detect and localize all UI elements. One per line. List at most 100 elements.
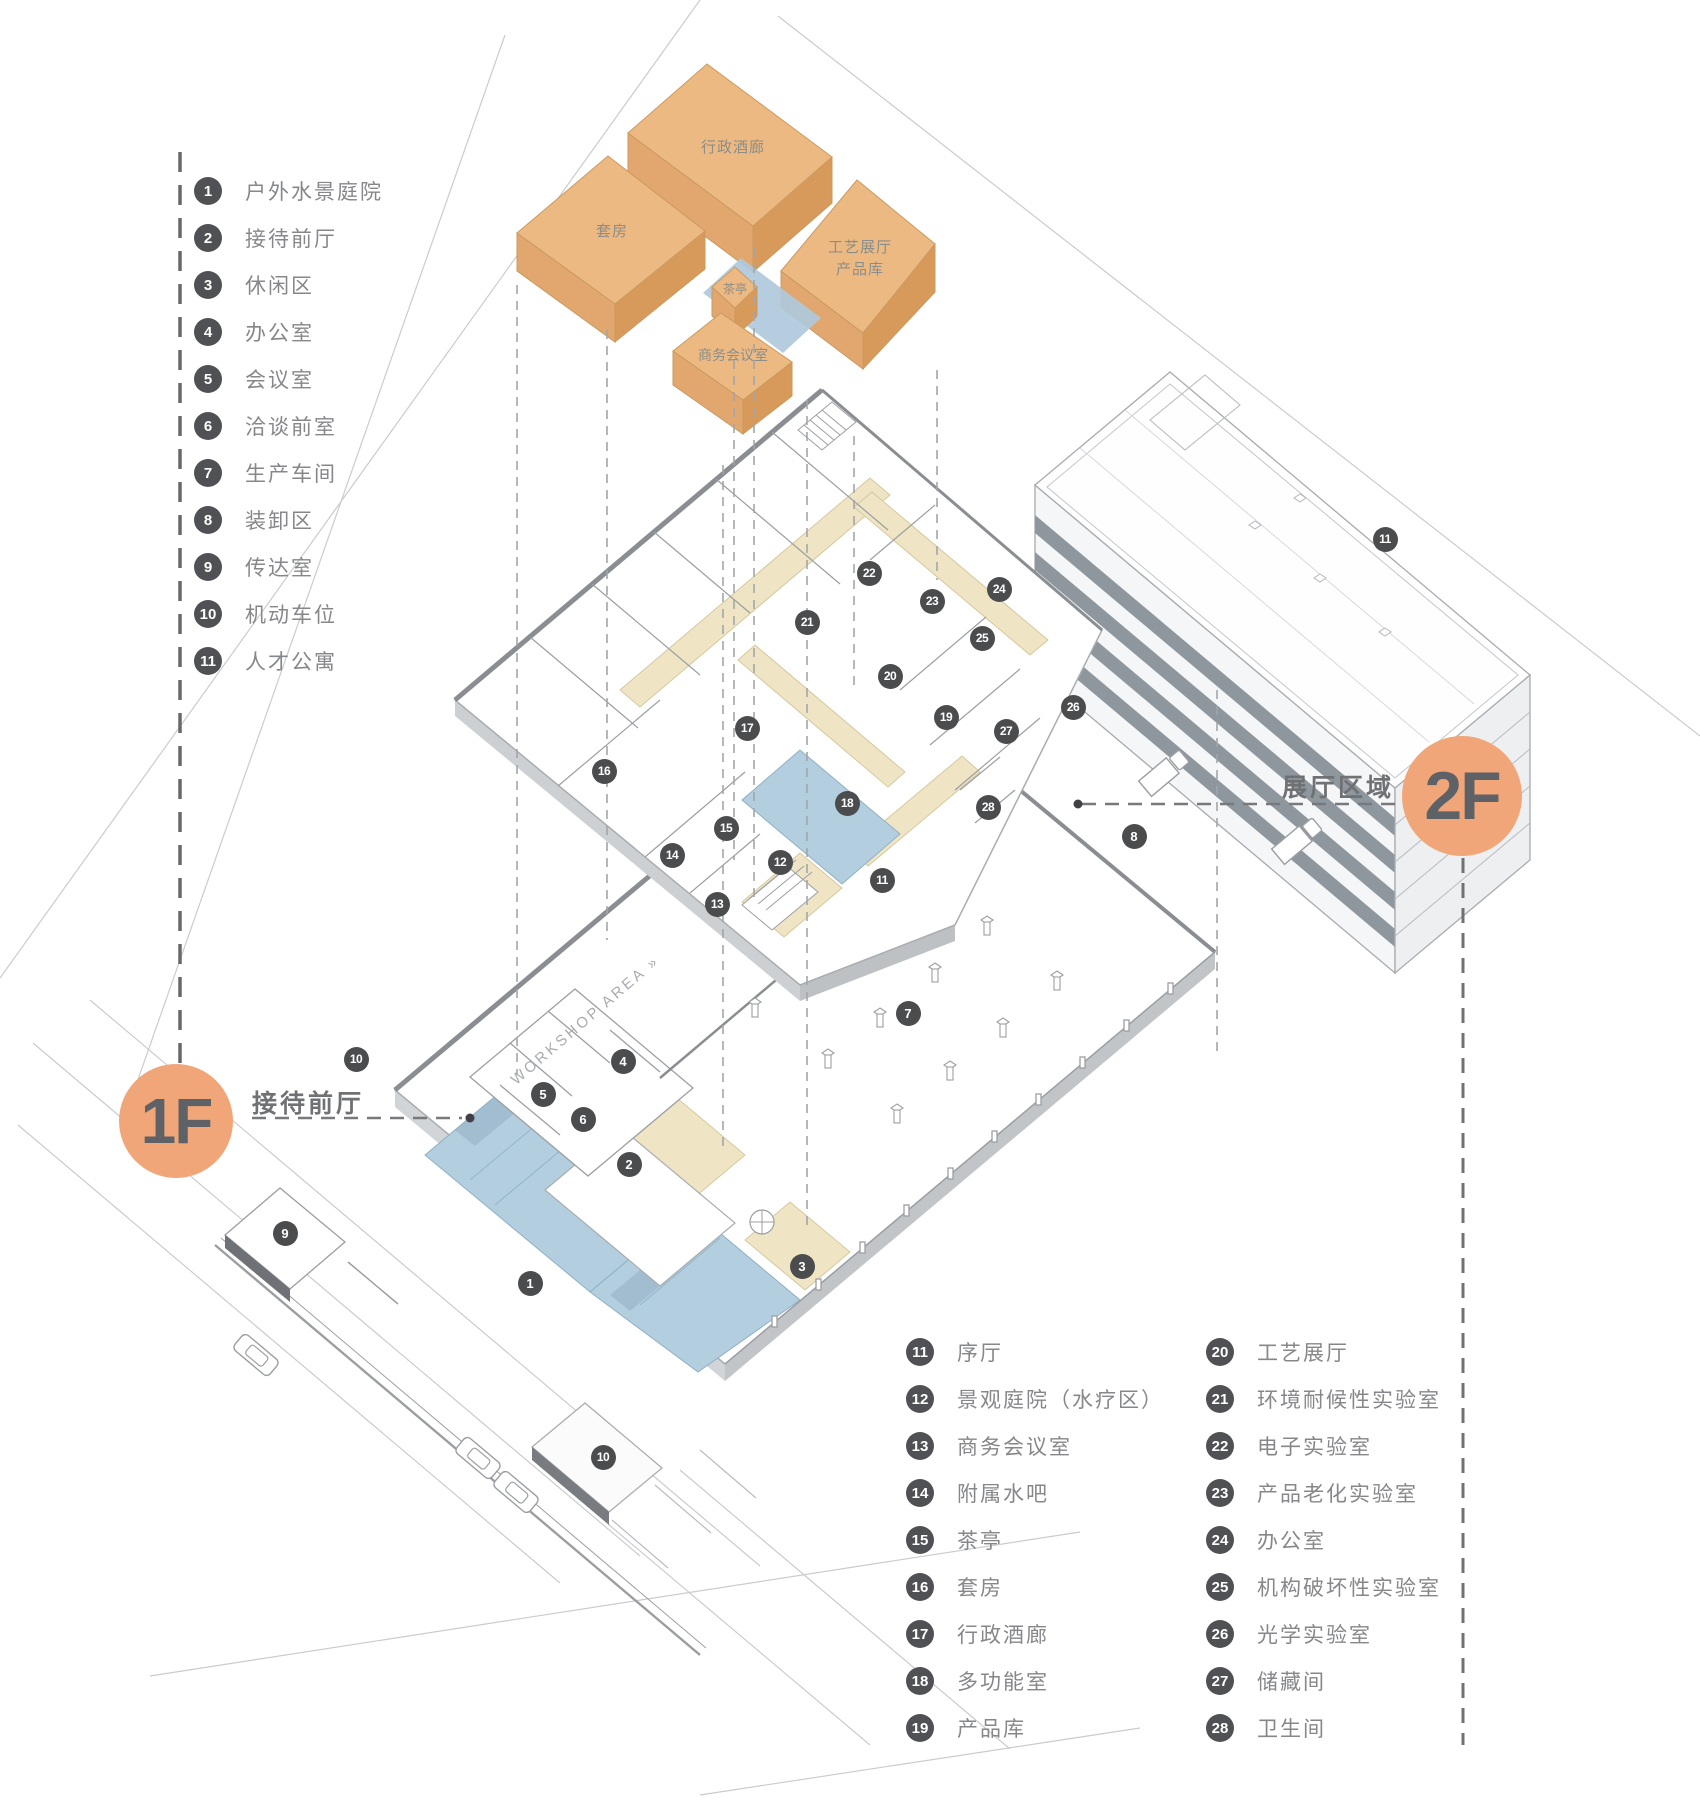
legend-item: 9 传达室 xyxy=(194,553,383,581)
plan-marker-2: 2 xyxy=(616,1151,642,1177)
legend-bottom-left: 11 序厅 12 景观庭院（水疗区） 13 商务会议室 14 附属水吧 15 茶… xyxy=(906,1338,1164,1742)
legend-item-label: 多功能室 xyxy=(957,1671,1049,1694)
legend-item-label: 人才公寓 xyxy=(245,651,337,674)
legend-item: 20 工艺展厅 xyxy=(1206,1338,1441,1366)
workshop-fence xyxy=(724,951,1216,1365)
callout-leader-1f xyxy=(252,1113,475,1123)
legend-number-badge: 7 xyxy=(194,459,222,487)
stair-north xyxy=(797,401,857,451)
legend-item: 15 茶亭 xyxy=(906,1526,1164,1554)
volume-business-meeting: 商务会议室 xyxy=(672,312,793,436)
legend-item: 16 套房 xyxy=(906,1573,1164,1601)
plan-marker-28: 28 xyxy=(975,794,1001,820)
plan-marker-17: 17 xyxy=(734,715,760,741)
floor-1-badge: 1F xyxy=(119,1064,233,1178)
legend-item: 6 洽谈前室 xyxy=(194,412,383,440)
legend-item: 3 休闲区 xyxy=(194,271,383,299)
legend-item-label: 储藏间 xyxy=(1257,1671,1326,1694)
legend-number-badge: 4 xyxy=(194,318,222,346)
leader-dot xyxy=(465,1113,475,1123)
legend-number-badge: 17 xyxy=(906,1620,934,1648)
legend-number-badge: 18 xyxy=(906,1667,934,1695)
callout-leader-2f xyxy=(1073,799,1398,809)
legend-number-badge: 19 xyxy=(906,1714,934,1742)
plan-marker-9: 9 xyxy=(272,1220,298,1246)
legend-item-label: 机动车位 xyxy=(245,604,337,627)
volume-tea-pavilion: 茶亭 xyxy=(711,266,758,339)
plan-marker-13: 13 xyxy=(704,891,730,917)
plan-marker-20: 20 xyxy=(877,663,903,689)
plan-marker-15: 15 xyxy=(713,815,739,841)
legend-number-badge: 21 xyxy=(1206,1385,1234,1413)
partition-walls xyxy=(529,431,1041,894)
floor-1-callout: 接待前厅 xyxy=(252,1090,365,1118)
legend-item: 26 光学实验室 xyxy=(1206,1620,1441,1648)
plan-marker-11: 11 xyxy=(1372,526,1398,552)
legend-item-label: 序厅 xyxy=(957,1342,1003,1365)
plan-marker-23: 23 xyxy=(919,588,945,614)
legend-item-label: 套房 xyxy=(957,1577,1003,1600)
legend-item: 27 储藏间 xyxy=(1206,1667,1441,1695)
legend-number-badge: 12 xyxy=(906,1385,934,1413)
volume-label: 产品库 xyxy=(836,261,884,278)
plan-marker-5: 5 xyxy=(530,1081,556,1107)
legend-number-badge: 26 xyxy=(1206,1620,1234,1648)
legend-item-label: 产品老化实验室 xyxy=(1257,1483,1418,1506)
plan-marker-6: 6 xyxy=(570,1106,596,1132)
legend-item: 19 产品库 xyxy=(906,1714,1164,1742)
legend-item-label: 茶亭 xyxy=(957,1530,1003,1553)
plan-marker-11: 11 xyxy=(869,867,895,893)
volume-label: 茶亭 xyxy=(723,281,747,296)
legend-item-label: 会议室 xyxy=(245,369,314,392)
legend-item: 11 人才公寓 xyxy=(194,647,383,675)
legend-item: 18 多功能室 xyxy=(906,1667,1164,1695)
legend-item: 24 办公室 xyxy=(1206,1526,1441,1554)
plan-marker-16: 16 xyxy=(591,758,617,784)
legend-number-badge: 1 xyxy=(194,177,222,205)
spa-pool xyxy=(741,749,901,885)
legend-number-badge: 13 xyxy=(906,1432,934,1460)
legend-item-label: 传达室 xyxy=(245,557,314,580)
legend-item-label: 接待前厅 xyxy=(245,228,337,251)
legend-number-badge: 23 xyxy=(1206,1479,1234,1507)
gatehouse xyxy=(223,1187,399,1305)
legend-number-badge: 2 xyxy=(194,224,222,252)
legend-left: 1 户外水景庭院 2 接待前厅 3 休闲区 4 办公室 5 会议室 6 洽谈前室… xyxy=(194,177,383,675)
legend-number-badge: 24 xyxy=(1206,1526,1234,1554)
legend-item: 28 卫生间 xyxy=(1206,1714,1441,1742)
plan-marker-18: 18 xyxy=(834,790,860,816)
legend-number-badge: 6 xyxy=(194,412,222,440)
plan-marker-10: 10 xyxy=(590,1444,616,1470)
legend-item-label: 工艺展厅 xyxy=(1257,1342,1349,1365)
legend-item-label: 电子实验室 xyxy=(1257,1436,1372,1459)
legend-item: 21 环境耐候性实验室 xyxy=(1206,1385,1441,1413)
leader-dot xyxy=(1073,799,1083,809)
legend-bottom-right: 20 工艺展厅 21 环境耐候性实验室 22 电子实验室 23 产品老化实验室 … xyxy=(1206,1338,1441,1742)
plan-marker-4: 4 xyxy=(610,1048,636,1074)
legend-item-label: 行政酒廊 xyxy=(957,1624,1049,1647)
legend-item: 11 序厅 xyxy=(906,1338,1164,1366)
legend-number-badge: 25 xyxy=(1206,1573,1234,1601)
volume-suite: 套房 xyxy=(516,155,706,344)
legend-item: 14 附属水吧 xyxy=(906,1479,1164,1507)
legend-number-badge: 20 xyxy=(1206,1338,1234,1366)
floor-2-badge: 2F xyxy=(1402,736,1522,856)
plan-marker-3: 3 xyxy=(789,1253,815,1279)
plan-marker-24: 24 xyxy=(986,576,1012,602)
legend-item-label: 办公室 xyxy=(1257,1530,1326,1553)
legend-item: 7 生产车间 xyxy=(194,459,383,487)
volume-craft-hall: 工艺展厅 产品库 xyxy=(780,179,936,371)
legend-item-label: 机构破坏性实验室 xyxy=(1257,1577,1441,1600)
legend-item: 23 产品老化实验室 xyxy=(1206,1479,1441,1507)
legend-number-badge: 11 xyxy=(906,1338,934,1366)
legend-item-label: 产品库 xyxy=(957,1718,1026,1741)
legend-number-badge: 27 xyxy=(1206,1667,1234,1695)
apartment-tower xyxy=(1033,371,1532,975)
legend-item-label: 户外水景庭院 xyxy=(245,181,383,204)
legend-item-label: 洽谈前室 xyxy=(245,416,337,439)
plan-marker-12: 12 xyxy=(767,849,793,875)
legend-item-label: 景观庭院（水疗区） xyxy=(957,1389,1164,1412)
legend-item-label: 附属水吧 xyxy=(957,1483,1049,1506)
